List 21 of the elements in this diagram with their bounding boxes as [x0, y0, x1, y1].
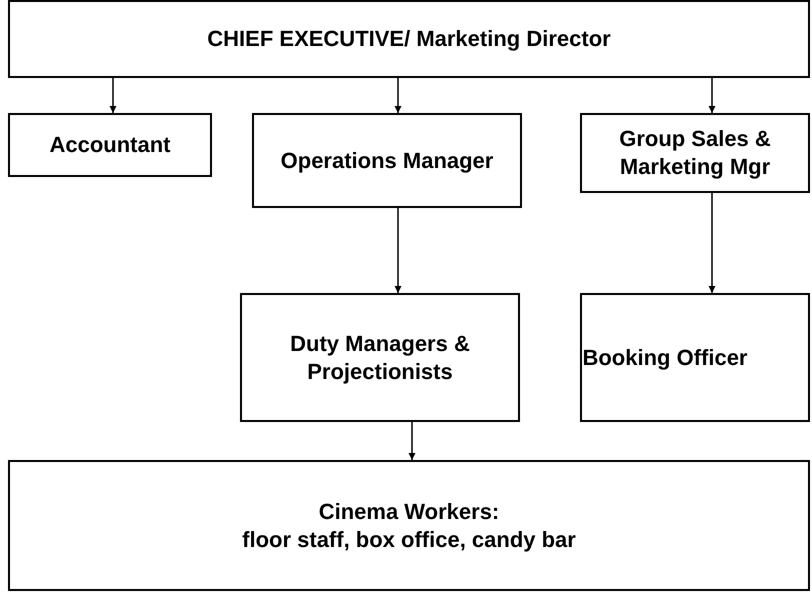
arrow: [708, 78, 716, 113]
org-box: [8, 113, 212, 177]
box-label: Operations Manager: [280, 146, 494, 174]
arrow: [708, 193, 716, 293]
box-heading: Cinema Workers:: [318, 498, 500, 526]
box-label: Group Sales & Marketing Mgr: [618, 125, 772, 181]
box-label: Duty Managers & Projectionists: [289, 330, 471, 386]
org-box: [580, 113, 810, 193]
box-label: floor staff, box office, candy bar: [242, 526, 576, 554]
arrow: [408, 422, 416, 460]
org-box: [240, 293, 520, 422]
org-box: [252, 113, 522, 208]
org-box: [8, 0, 810, 78]
org-box: [8, 460, 810, 591]
arrow: [110, 78, 116, 113]
org-box: [580, 293, 810, 422]
box-label: CHIEF EXECUTIVE/ Marketing Director: [207, 25, 611, 53]
box-label: Booking Officer: [582, 344, 748, 372]
arrow: [394, 78, 402, 113]
box-label: Accountant: [50, 131, 170, 159]
arrow: [394, 208, 402, 293]
